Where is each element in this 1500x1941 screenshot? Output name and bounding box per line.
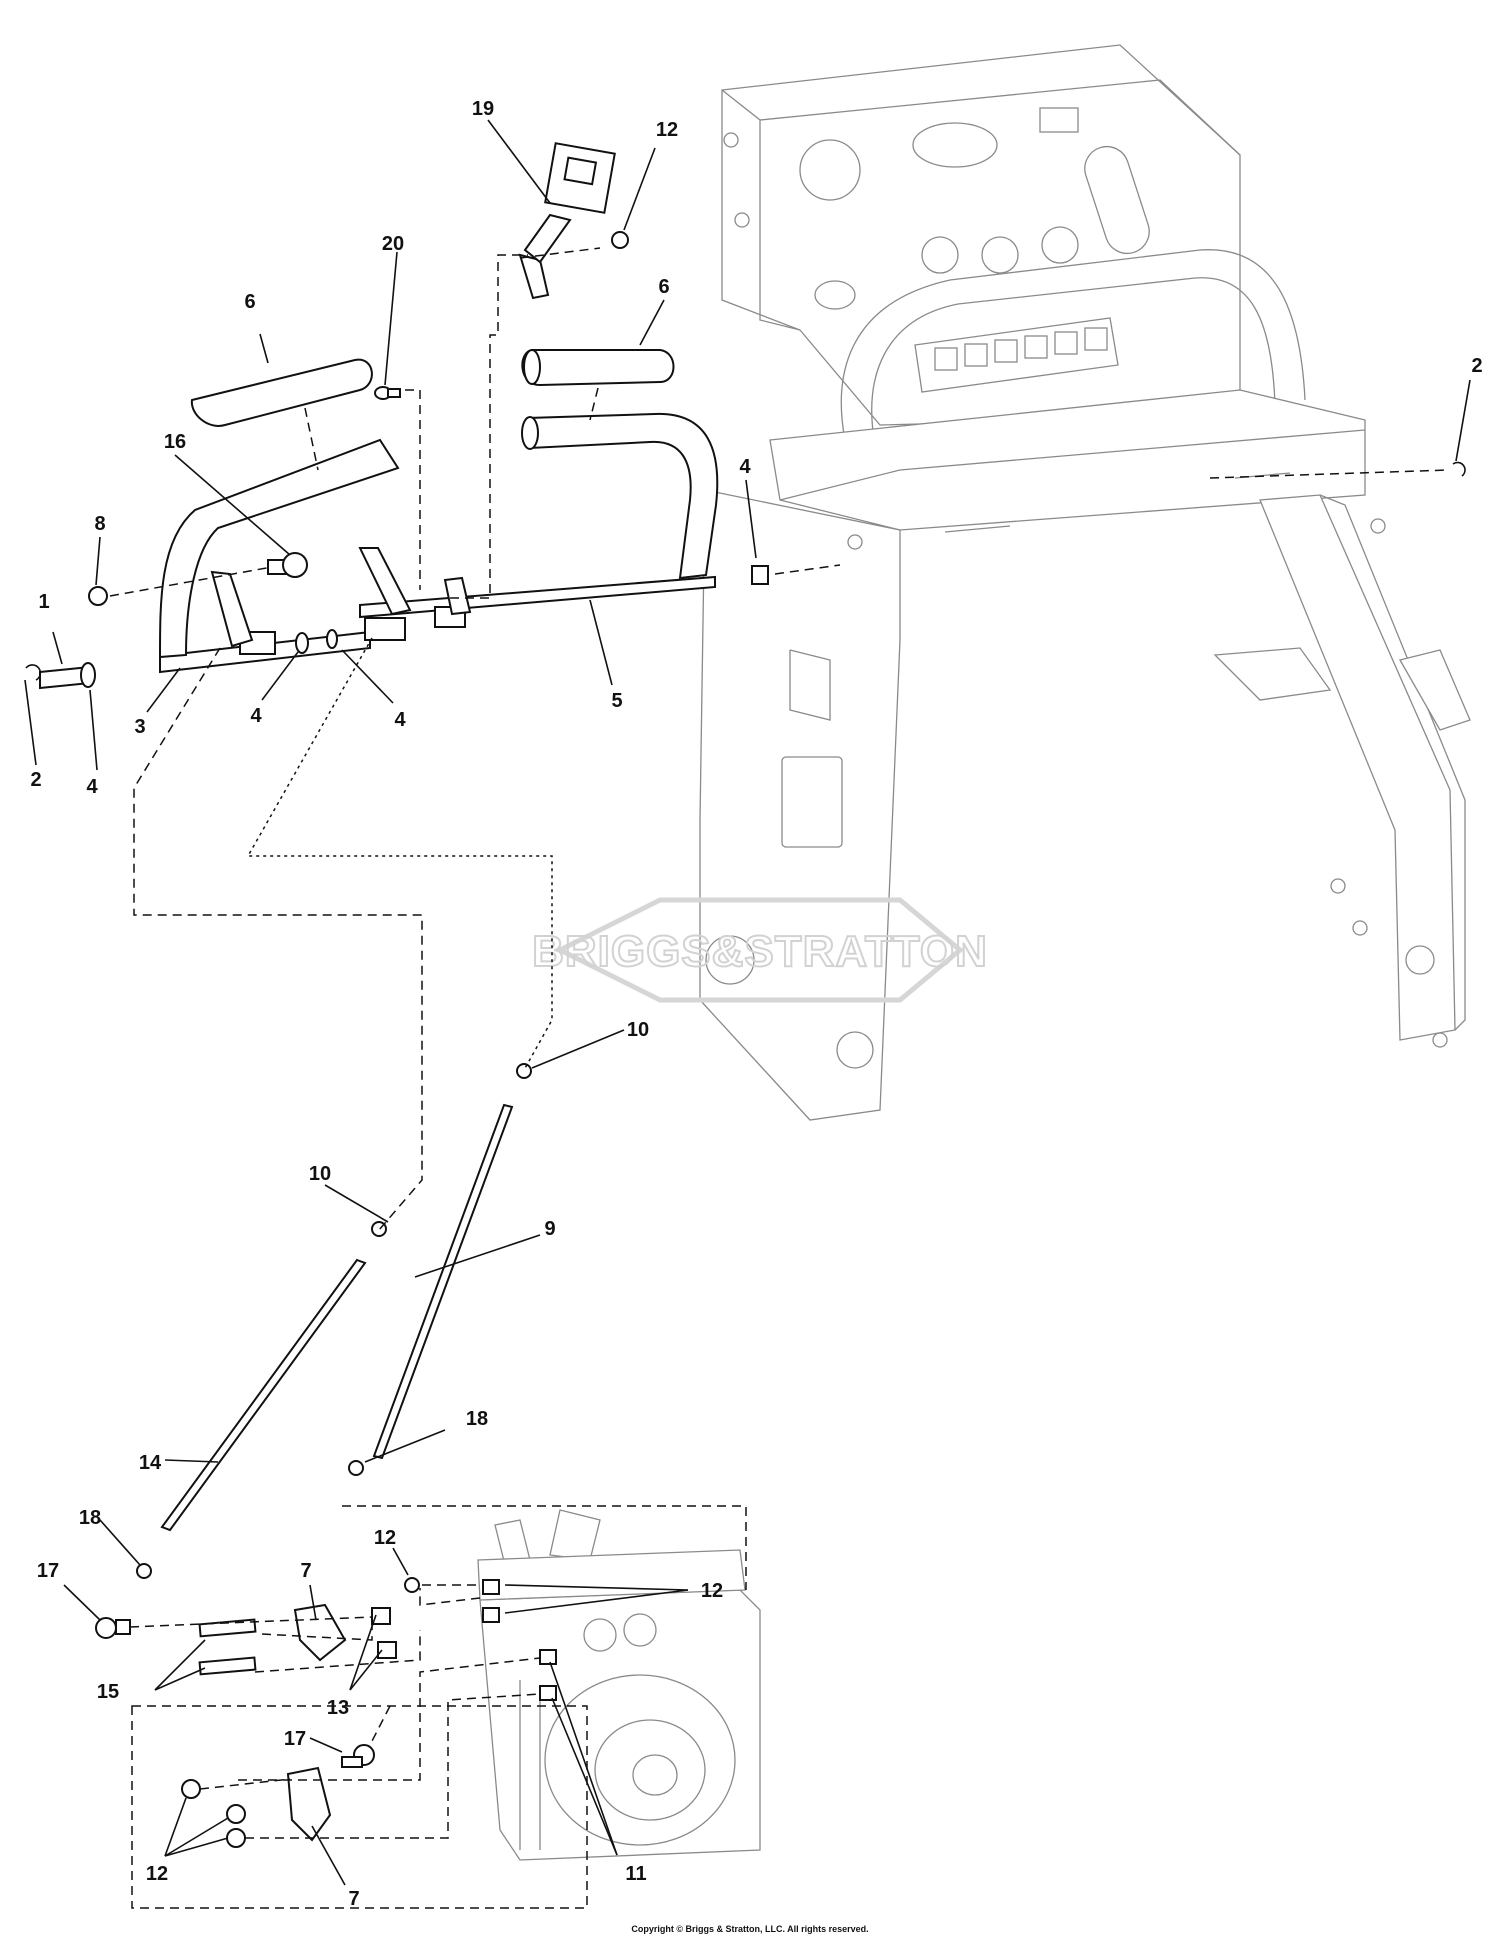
assembly-lines <box>109 247 1449 1909</box>
callout-17-upper: 17 <box>37 1560 59 1582</box>
pin <box>374 386 401 400</box>
callout-2-left: 2 <box>30 769 41 791</box>
callout-18-upper: 18 <box>466 1408 488 1430</box>
chassis-frame <box>699 44 1471 1121</box>
callout-10-upper: 10 <box>627 1019 649 1041</box>
callout-1: 1 <box>38 591 49 613</box>
watermark-logo: BRIGGS&STRATTON <box>531 897 988 1003</box>
callouts: 1 2 2 3 4 4 4 4 5 6 6 7 7 8 9 10 10 11 1… <box>30 98 1482 1910</box>
grip-right <box>521 349 675 387</box>
callout-2-right: 2 <box>1471 355 1482 377</box>
callout-4-d: 4 <box>739 456 751 478</box>
callout-12-pump: 12 <box>701 1580 723 1602</box>
callout-15: 15 <box>97 1681 119 1703</box>
callout-11: 11 <box>625 1863 646 1885</box>
callout-9: 9 <box>544 1218 555 1240</box>
ball-joint-left <box>95 1617 131 1639</box>
callout-7-upper: 7 <box>300 1560 311 1582</box>
callout-10-lower: 10 <box>309 1163 331 1185</box>
callout-19: 19 <box>472 98 494 120</box>
callout-7-lower: 7 <box>348 1888 359 1910</box>
callout-6-right: 6 <box>658 276 669 298</box>
callout-6-left: 6 <box>244 291 255 313</box>
callout-12-box: 12 <box>146 1863 168 1885</box>
lower-bracket-upper <box>198 1577 420 1676</box>
callout-3: 3 <box>134 716 145 738</box>
copyright-notice: Copyright © Briggs & Stratton, LLC. All … <box>631 1924 869 1934</box>
callout-4-c: 4 <box>394 709 406 731</box>
callout-12-mid: 12 <box>374 1527 396 1549</box>
leader-lines <box>24 119 1471 1886</box>
callout-4-a: 4 <box>86 776 98 798</box>
switch-bracket <box>518 142 629 300</box>
control-shaft-assembly <box>25 412 1466 690</box>
callout-8: 8 <box>94 513 105 535</box>
rod-9 <box>372 1103 514 1460</box>
callout-20: 20 <box>382 233 404 255</box>
callout-12-top: 12 <box>656 119 678 141</box>
callout-14: 14 <box>139 1452 162 1474</box>
grip-left <box>190 358 373 427</box>
callout-17-lower: 17 <box>284 1728 306 1750</box>
callout-5: 5 <box>611 690 622 712</box>
callout-16: 16 <box>164 431 186 453</box>
callout-13: 13 <box>327 1697 349 1719</box>
callout-4-b: 4 <box>250 705 262 727</box>
callout-18-lower: 18 <box>79 1507 101 1529</box>
watermark-text: BRIGGS&STRATTON <box>532 927 988 976</box>
lower-bracket-lower <box>181 1744 375 1848</box>
rod-14 <box>160 1258 367 1532</box>
hydro-pump <box>477 1509 761 1861</box>
